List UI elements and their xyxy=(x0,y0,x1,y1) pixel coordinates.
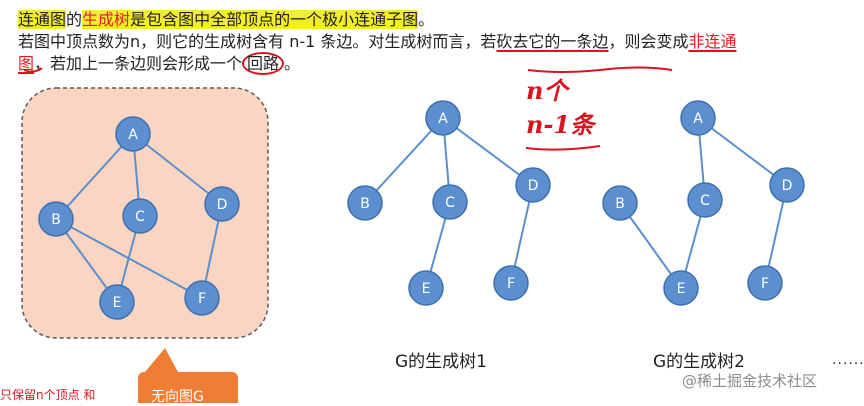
t2-node-D xyxy=(769,167,805,203)
t2-node-label-B: B xyxy=(615,196,625,212)
g-node-label-F: F xyxy=(198,291,206,307)
t2-node-E xyxy=(663,270,699,306)
tree-2-caption: G的生成树2 xyxy=(653,352,745,372)
underline-graph xyxy=(23,67,43,73)
callout-label: 无向图G xyxy=(151,389,204,405)
t1-node-A xyxy=(425,100,461,136)
t2-node-F xyxy=(747,265,783,301)
handwritten-note: n个 n-1条 xyxy=(526,74,594,142)
t2-node-C xyxy=(687,182,723,218)
g-node-label-E: E xyxy=(113,295,122,311)
t2-node-label-E: E xyxy=(677,281,686,297)
term-spanning-tree: 生成树 xyxy=(82,10,131,29)
text-period: 。 xyxy=(418,10,435,29)
t2-node-label-C: C xyxy=(700,193,710,209)
text-de: 的 xyxy=(66,10,83,29)
cut-edge-phrase: 砍去它的一条边 xyxy=(496,32,609,51)
tree-2-nodes: A B C D E F xyxy=(602,100,805,306)
g-node-label-D: D xyxy=(217,197,228,213)
g-node-B xyxy=(38,201,74,237)
t2-edge-A-D xyxy=(697,117,788,186)
t2-node-label-A: A xyxy=(693,111,703,127)
g-node-label-A: A xyxy=(128,127,138,143)
callout-box xyxy=(138,372,238,403)
callout-pointer xyxy=(145,348,178,372)
property-line-2: 图，若加上一条边则会形成一个回路。 xyxy=(18,50,301,75)
text-period-2: 。 xyxy=(284,54,301,73)
property-text-2: ，则会变成 xyxy=(608,32,689,51)
t1-edge-A-B xyxy=(364,117,444,204)
t1-node-label-D: D xyxy=(528,178,539,194)
tree-1-nodes: A B C D E F xyxy=(347,100,551,306)
definition-line: 连通图的生成树是包含图中全部顶点的一个极小连通子图。 xyxy=(18,6,434,30)
handwritten-n-minus-1-edges: n-1条 xyxy=(526,110,595,139)
g-node-A xyxy=(115,116,151,152)
tree-1-caption: G的生成树1 xyxy=(395,352,487,372)
t1-edge-A-D xyxy=(442,117,534,186)
watermark: @稀土掘金技术社区 xyxy=(682,372,818,390)
graph-word: 图 xyxy=(18,54,35,73)
g-node-E xyxy=(99,284,135,320)
g-node-D xyxy=(204,186,240,222)
t1-node-B xyxy=(347,185,383,221)
underline-handwriting xyxy=(525,145,601,151)
g-node-label-C: C xyxy=(135,209,145,225)
ellipsis: ...... xyxy=(832,352,864,368)
definition-highlight: 包含图中全部顶点的一个极小连通子图 xyxy=(146,10,419,29)
t1-node-label-C: C xyxy=(445,195,455,211)
t1-node-label-A: A xyxy=(438,111,448,127)
g-node-label-B: B xyxy=(51,212,61,228)
t1-node-label-F: F xyxy=(507,276,515,292)
t1-node-E xyxy=(408,270,444,306)
graph-g-nodes: A B C D E F xyxy=(38,116,240,320)
underline-cut-edge xyxy=(527,66,673,73)
bottom-red-note: 只保留n个顶点 和 xyxy=(0,388,96,402)
t1-node-D xyxy=(515,167,551,203)
t1-node-F xyxy=(493,265,529,301)
g-edge-A-D xyxy=(132,133,223,205)
t1-node-label-B: B xyxy=(360,196,370,212)
g-edge-A-B xyxy=(55,133,134,220)
g-node-C xyxy=(122,198,158,234)
term-connected-graph: 连通图 xyxy=(18,10,67,29)
property-line-1: 若图中顶点数为n，则它的生成树含有 n-1 条边。对生成树而言，若砍去它的一条边… xyxy=(18,28,736,52)
handwritten-n-vertices: n个 xyxy=(526,76,568,105)
g-node-F xyxy=(184,280,220,316)
property-text: 若图中顶点数为n，则它的生成树含有 n-1 条边。对生成树而言，若 xyxy=(18,32,497,51)
text-shi: 是 xyxy=(130,10,147,29)
t2-node-B xyxy=(602,185,638,221)
t2-node-label-D: D xyxy=(782,178,793,194)
property-text-3: ，若加上一条边则会形成一个 xyxy=(34,54,243,73)
t1-node-label-E: E xyxy=(422,281,431,297)
cycle-word: 回路 xyxy=(242,52,285,75)
t1-node-C xyxy=(432,184,468,220)
t2-node-A xyxy=(680,100,716,136)
non-connected-phrase: 非连通 xyxy=(688,32,737,51)
t2-node-label-F: F xyxy=(761,276,769,292)
